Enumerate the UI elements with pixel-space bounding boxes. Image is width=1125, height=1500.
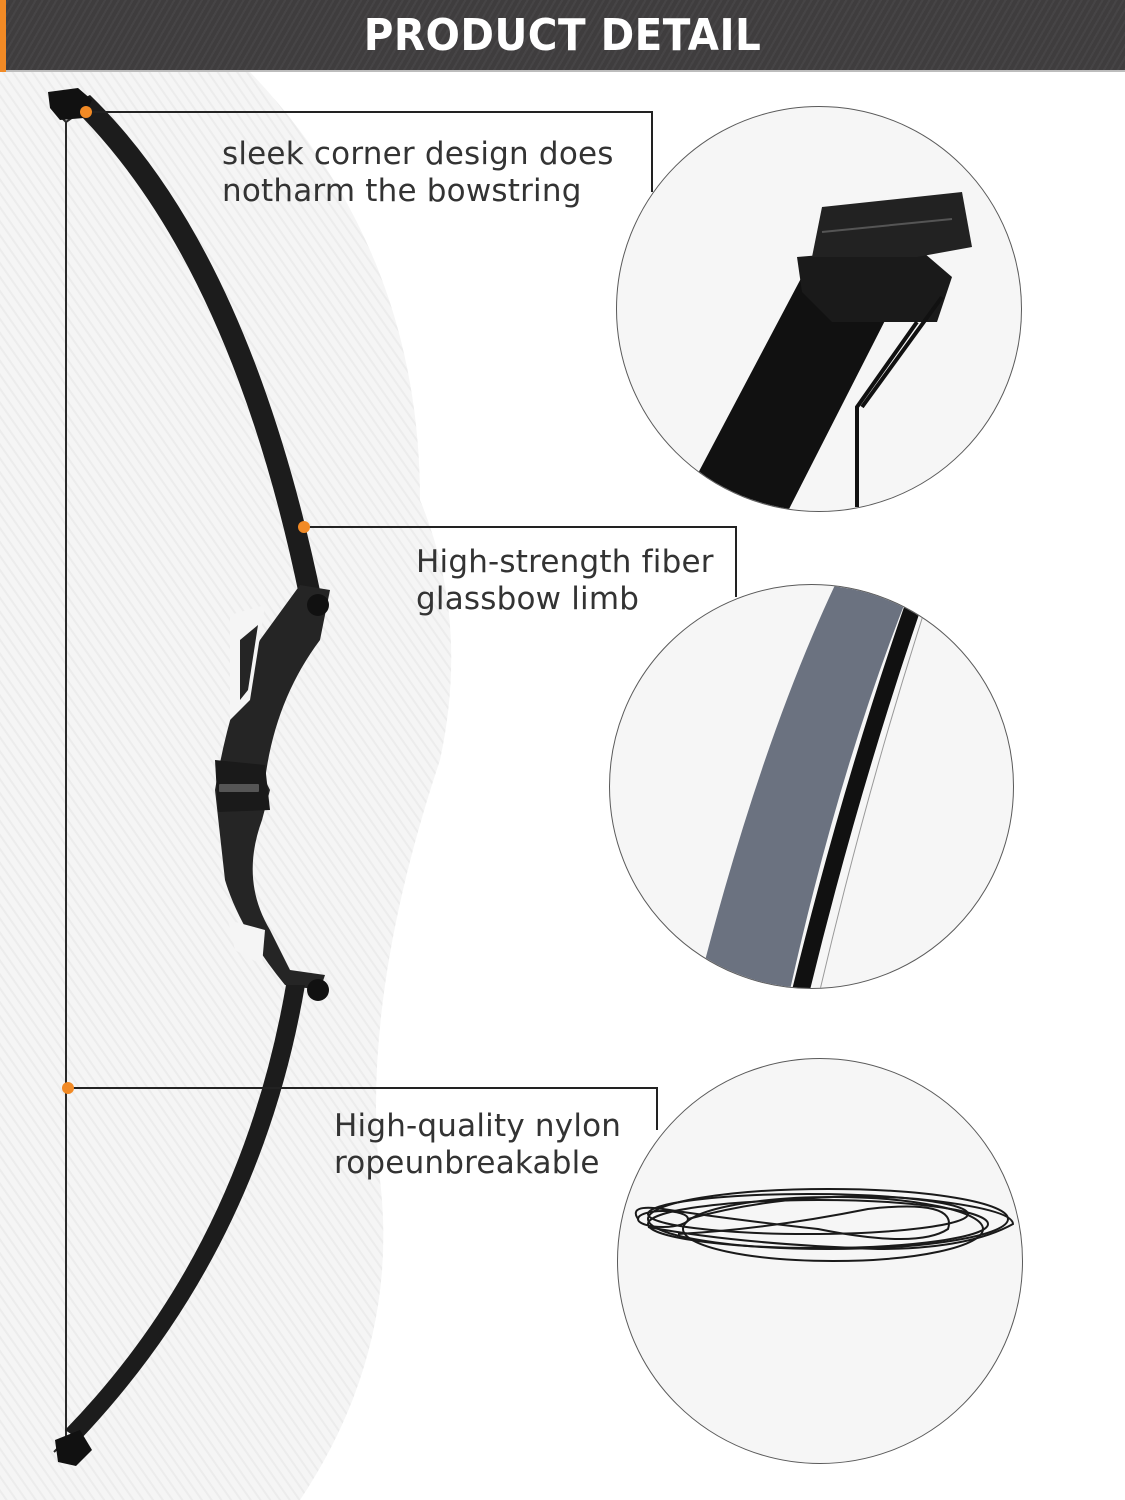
coiled-bowstring-image (634, 1188, 1015, 1262)
bow-illustration (0, 72, 737, 1500)
detail-circle-string (617, 1058, 1023, 1464)
lower-limb-tip (55, 1430, 92, 1466)
callout-limb-line-1: High-strength fiber (416, 544, 714, 580)
detail-circle-corner (616, 106, 1022, 512)
detail-circle-limb (609, 584, 1014, 989)
marker-corner (80, 106, 92, 118)
callout-line-string (68, 1087, 658, 1130)
fiberglass-limb-closeup-image (700, 585, 929, 988)
lower-limb (65, 985, 305, 1440)
callout-limb-line-2: glassbow limb (416, 581, 640, 617)
callout-string-line-1: High-quality nylon (334, 1108, 622, 1144)
marker-string (62, 1082, 74, 1094)
marker-limb (298, 521, 310, 533)
callout-corner-line-2: notharm the bowstring (222, 173, 582, 209)
riser (215, 585, 330, 1001)
header-banner: PRODUCT DETAIL (0, 0, 1125, 72)
page-title: PRODUCT DETAIL (363, 10, 762, 61)
upper-limb (70, 95, 322, 600)
callout-corner-text: sleek corner design does notharm the bow… (222, 136, 614, 210)
header-accent-bar (0, 0, 6, 72)
callout-limb-text: High-strength fiber glassbow limb (416, 544, 714, 618)
callout-markers (62, 106, 310, 1094)
callout-string-line-2: ropeunbreakable (334, 1145, 600, 1181)
callout-string-text: High-quality nylon ropeunbreakable (334, 1108, 621, 1182)
callout-corner-line-1: sleek corner design does (222, 136, 614, 172)
callout-line-corner (86, 111, 653, 192)
limb-tip-closeup-image (678, 192, 972, 511)
callout-lines (68, 111, 737, 1130)
callout-line-limb (304, 526, 737, 597)
